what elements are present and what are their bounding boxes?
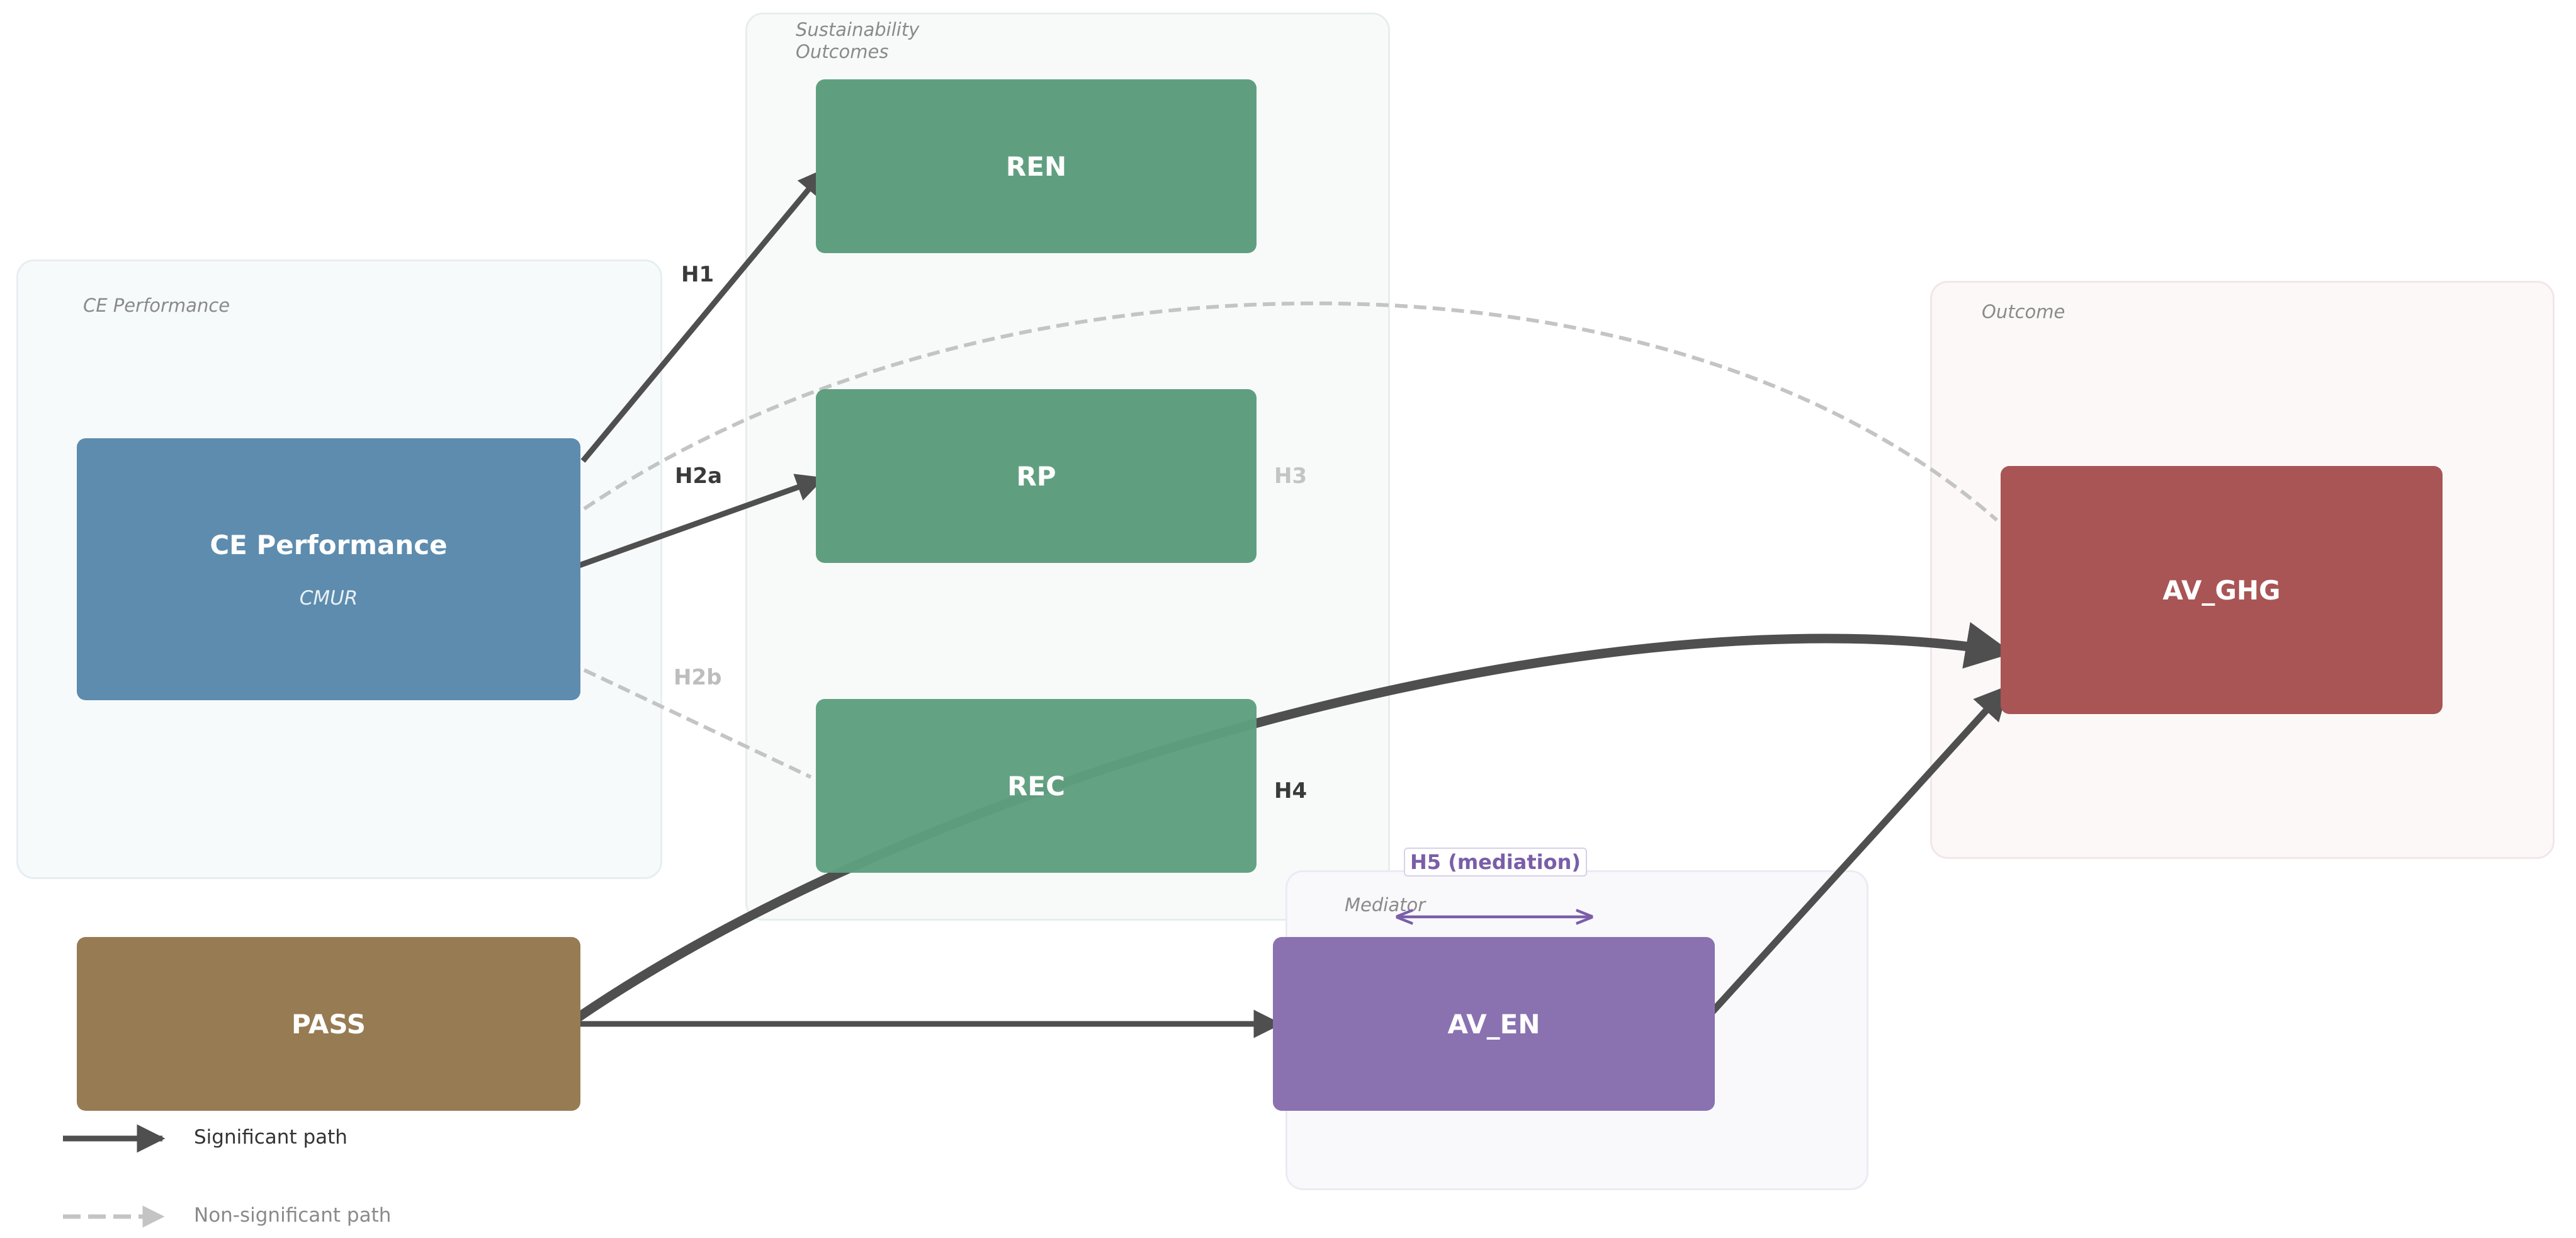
node-ce-performance-subtitle: CMUR bbox=[299, 586, 358, 610]
path-h3-arc bbox=[583, 301, 1998, 522]
path-label-h2b: H2b bbox=[674, 665, 722, 690]
path-label-h1: H1 bbox=[681, 262, 715, 287]
path-h2a-line bbox=[574, 474, 825, 570]
legend-nonsignificant-label: Non-significant path bbox=[194, 1204, 392, 1227]
path-aven-to-avghg bbox=[1702, 684, 2010, 1023]
path-label-h2a: H2a bbox=[675, 463, 723, 489]
node-pass-title: PASS bbox=[291, 1008, 366, 1040]
node-ren-title: REN bbox=[1005, 150, 1067, 182]
node-rp: RP bbox=[816, 389, 1257, 563]
node-av-en-title: AV_EN bbox=[1447, 1008, 1540, 1040]
path-label-h4: H4 bbox=[1274, 778, 1308, 804]
node-rec: REC bbox=[816, 699, 1257, 873]
ce-performance-group-label: CE Performance bbox=[83, 295, 230, 316]
path-h1-line bbox=[580, 168, 827, 463]
path-label-h3: H3 bbox=[1274, 463, 1308, 489]
legend-significant-label: Significant path bbox=[194, 1126, 347, 1149]
node-av-en: AV_EN bbox=[1273, 937, 1715, 1111]
path-pass-to-avghg bbox=[575, 622, 2013, 1022]
outcome-group-label: Outcome bbox=[1982, 301, 2065, 322]
node-ce-performance: CE Performance CMUR bbox=[77, 438, 580, 700]
node-rp-title: RP bbox=[1016, 460, 1056, 492]
node-ren: REN bbox=[816, 79, 1257, 253]
node-pass: PASS bbox=[77, 937, 580, 1111]
node-av-ghg: AV_GHG bbox=[2001, 466, 2443, 714]
node-av-ghg-title: AV_GHG bbox=[2162, 574, 2281, 606]
sustainability-outcomes-group-label: Sustainability Outcomes bbox=[796, 19, 920, 62]
path-h2b-line bbox=[583, 668, 812, 779]
node-ce-performance-title: CE Performance bbox=[210, 529, 448, 560]
path-label-h5-mediation: H5 (mediation) bbox=[1404, 848, 1587, 877]
node-rec-title: REC bbox=[1007, 770, 1065, 802]
